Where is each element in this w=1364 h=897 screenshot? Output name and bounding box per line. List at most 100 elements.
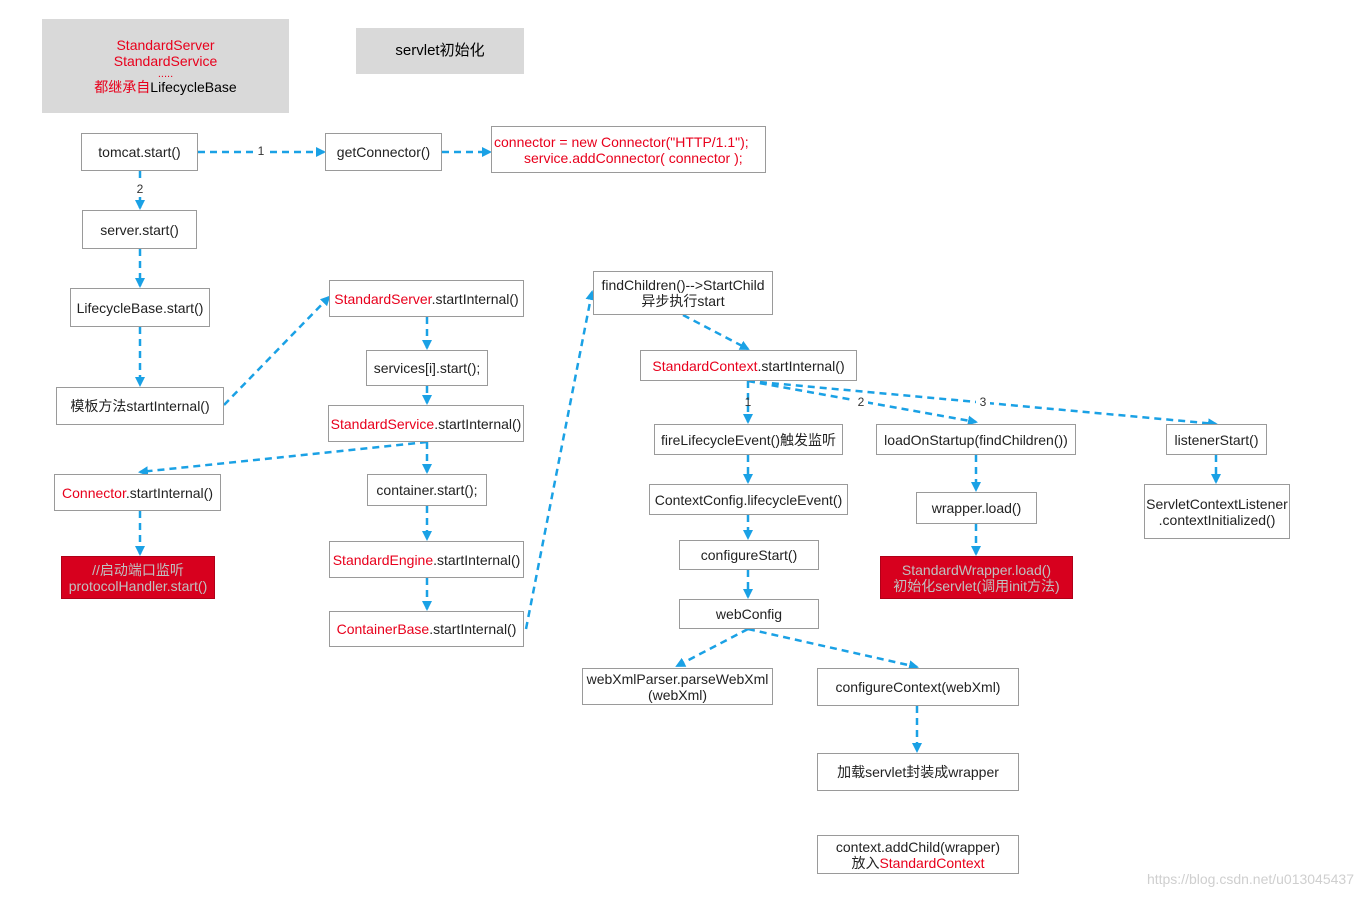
node-web-config-label: webConfig [715,606,783,622]
node-context-config: ContextConfig.lifecycleEvent() [649,484,848,515]
node-listener-start-label: listenerStart() [1174,431,1259,448]
node-container-start: container.start(); [367,474,487,506]
edge-findchildren-stdcontext [682,313,750,351]
node-fire-event-label: fireLifecycleEvent()触发监听 [660,431,837,448]
servlet-listener-line-2: .contextInitialized() [1158,511,1276,528]
node-template-method: 模板方法startInternal() [56,387,224,425]
node-tomcat-start: tomcat.start() [81,133,198,171]
std-service-class: StandardService [330,415,435,432]
edge-containerbase-findchildren [524,290,596,630]
note-dots: ..... [157,68,174,80]
node-connector-internal-label: Connector.startInternal() [62,485,213,501]
node-configure-start-label: configureStart() [700,547,798,563]
container-base-method: .startInternal() [429,621,517,637]
node-std-context: StandardContext.startInternal() [640,350,857,381]
node-web-config: webConfig [679,599,819,629]
node-container-start-label: container.start(); [376,482,478,498]
node-add-child: context.addChild(wrapper) 放入StandardCont… [817,835,1019,874]
node-load-servlet: 加载servlet封装成wrapper [817,753,1019,791]
node-servlet-listener: ServletContextListener .contextInitializ… [1144,484,1290,539]
std-engine-method: .startInternal() [433,551,521,568]
node-parse-web-xml: webXmlParser.parseWebXml (webXml) [582,668,773,705]
edge-label-ctx-2: 2 [858,395,865,409]
edge-template-stdserver [223,295,331,406]
node-configure-start: configureStart() [679,540,819,570]
title-note: servlet初始化 [356,28,524,74]
node-context-config-label: ContextConfig.lifecycleEvent() [654,491,843,508]
node-connector-code: connector = new Connector("HTTP/1.1"); s… [491,126,766,173]
edge-label-1: 1 [258,144,265,158]
note-line-4: 都继承自LifecycleBase [94,79,236,95]
std-context-class: StandardContext [652,357,758,374]
connector-class: Connector [62,484,126,501]
protocol-line-2: protocolHandler.start() [68,577,208,594]
node-wrapper-load-label: wrapper.load() [931,500,1022,516]
node-connector-internal: Connector.startInternal() [54,474,221,511]
node-server-start-label: server.start() [100,221,179,238]
node-find-children: findChildren()-->StartChild 异步执行start [593,271,773,315]
node-configure-context-label: configureContext(webXml) [835,679,1001,695]
node-std-service: StandardService.startInternal() [328,405,524,442]
servlet-listener-line-1: ServletContextListener [1146,495,1288,512]
find-children-line-2: 异步执行start [641,293,725,309]
connector-code-line-1: connector = new Connector("HTTP/1.1"); [494,133,749,150]
node-template-method-label: 模板方法startInternal() [70,398,210,414]
node-get-connector: getConnector() [325,133,442,171]
note-line-2: StandardService [113,53,218,69]
node-configure-context: configureContext(webXml) [817,668,1019,706]
std-engine-class: StandardEngine [332,551,434,568]
node-std-wrapper-load: StandardWrapper.load() 初始化servlet(调用init… [880,556,1073,599]
edge-stdcontext-load [747,379,978,426]
add-child-line-2: 放入StandardContext [851,855,984,871]
node-tomcat-start-label: tomcat.start() [98,144,181,160]
node-load-servlet-label: 加载servlet封装成wrapper [837,764,999,780]
std-wrapper-line-2: 初始化servlet(调用init方法) [893,577,1060,594]
container-base-class: ContainerBase [336,621,430,637]
parse-web-xml-line-2: (webXml) [647,686,708,703]
protocol-line-1: //启动端口监听 [92,561,184,578]
watermark: https://blog.csdn.net/u013045437 [1146,871,1354,887]
edge-label-2: 2 [137,182,144,196]
note-line-4-red: 都继承自 [94,79,151,95]
node-services-start-label: services[i].start(); [373,360,481,376]
std-context-method: .startInternal() [757,357,845,374]
edge-label-ctx-1: 1 [745,395,752,409]
node-protocol-start: //启动端口监听 protocolHandler.start() [61,556,215,599]
node-wrapper-load: wrapper.load() [916,492,1037,524]
note-line-4-rest: LifecycleBase [150,79,237,95]
node-std-service-label: StandardService.startInternal() [331,416,522,432]
node-lifecycle-start-label: LifecycleBase.start() [76,299,204,316]
add-child-line-1: context.addChild(wrapper) [835,838,1001,855]
connector-code-line-2: service.addConnector( connector ); [524,149,743,166]
edge-label-ctx-3: 3 [980,395,987,409]
connector-method: .startInternal() [125,484,213,501]
node-std-server: StandardServer.startInternal() [329,280,524,317]
parse-web-xml-line-1: webXmlParser.parseWebXml [586,670,769,687]
node-std-server-label: StandardServer.startInternal() [334,291,518,307]
node-load-on-startup-label: loadOnStartup(findChildren()) [884,431,1068,448]
node-services-start: services[i].start(); [366,350,488,386]
edge-webconfig-configurecontext [747,627,919,671]
node-server-start: server.start() [82,210,197,249]
inherit-note: StandardServer StandardService ..... 都继承… [42,19,289,113]
edge-webconfig-parse [675,627,749,668]
node-container-base-label: ContainerBase.startInternal() [337,621,517,637]
node-load-on-startup: loadOnStartup(findChildren()) [876,424,1076,455]
diagram-title: servlet初始化 [395,42,485,59]
std-wrapper-line-1: StandardWrapper.load() [901,561,1052,578]
node-container-base: ContainerBase.startInternal() [329,611,524,647]
node-std-engine: StandardEngine.startInternal() [329,541,524,578]
node-lifecycle-start: LifecycleBase.start() [70,288,210,327]
edge-stdservice-connector [138,440,428,477]
node-listener-start: listenerStart() [1166,424,1267,455]
node-std-engine-label: StandardEngine.startInternal() [333,552,521,568]
find-children-line-1: findChildren()-->StartChild [601,277,765,293]
node-get-connector-label: getConnector() [336,144,431,160]
node-std-context-label: StandardContext.startInternal() [652,358,844,374]
std-server-method: .startInternal() [431,290,519,307]
std-service-method: .startInternal() [434,415,522,432]
add-child-prefix: 放入 [851,854,880,871]
note-line-1: StandardServer [116,37,215,53]
std-server-class: StandardServer [334,290,432,307]
